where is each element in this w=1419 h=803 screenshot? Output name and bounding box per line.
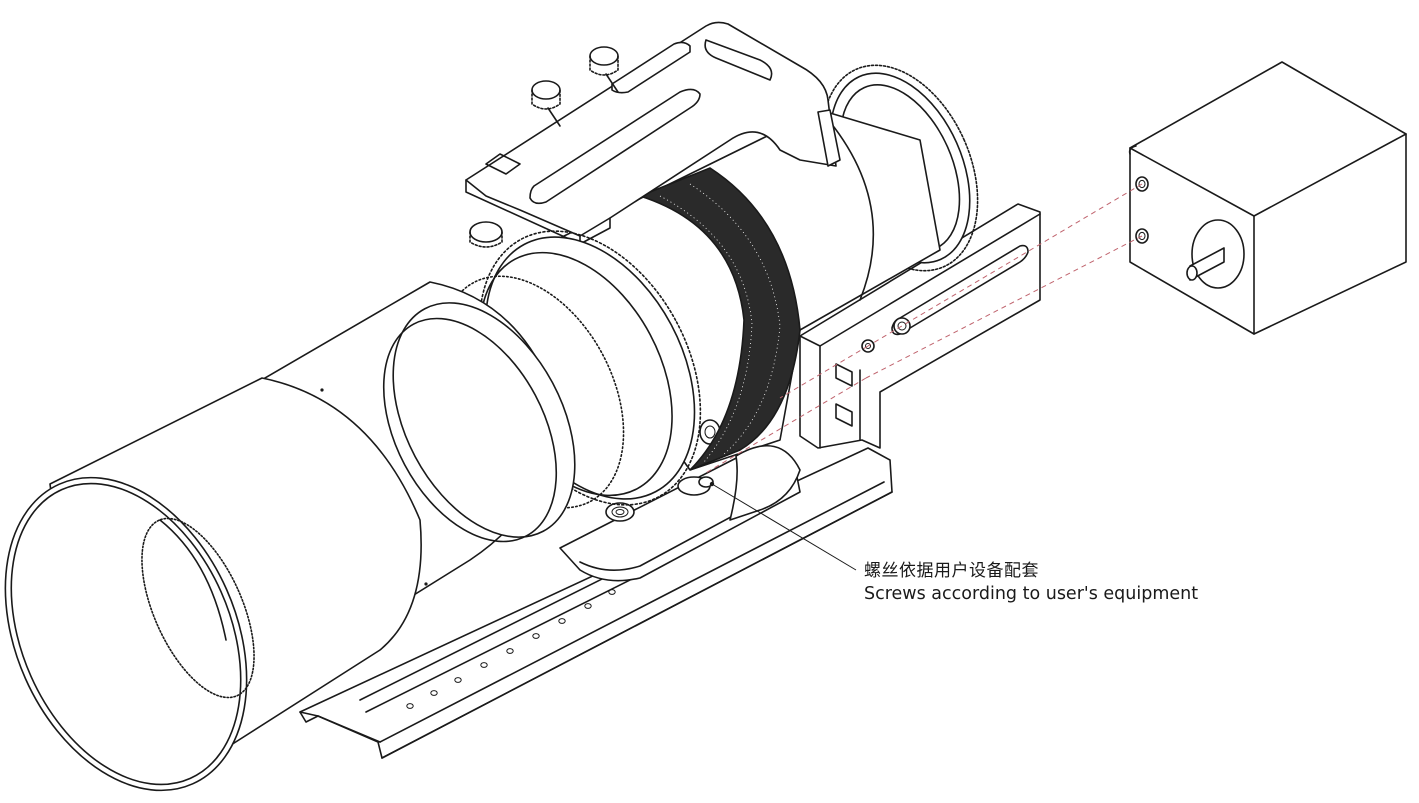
screw-callout: 螺丝依据用户设备配套 Screws according to user's eq… [864,560,1198,606]
callout-label-cn: 螺丝依据用户设备配套 [864,561,1039,581]
lens-hood [4,377,428,792]
rail-hole-row [406,589,616,709]
motor-unit [1128,61,1407,335]
alignment-guides [703,183,1143,475]
dovetail-base-plate [299,447,893,759]
top-clamp-assembly [465,21,841,245]
focus-gear-ring [637,167,801,471]
callout-leader [709,481,857,571]
callout-label-en: Screws according to user's equipment [864,584,1199,604]
motor-mount-bracket [799,203,1041,449]
knurled-knobs [469,46,619,248]
